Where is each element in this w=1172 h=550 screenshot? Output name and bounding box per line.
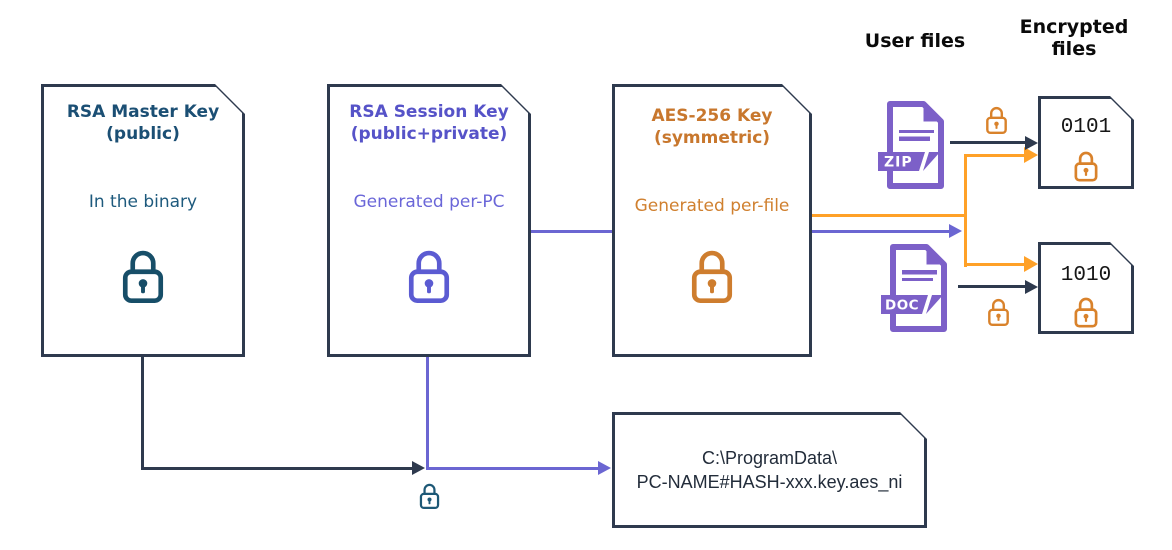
orange-split-vertical-line (964, 154, 967, 267)
orange-bottom-branch-line (964, 263, 1024, 266)
lock-icon (1070, 294, 1102, 329)
rsa-session-key-subtitle: Generated per-PC (353, 192, 505, 212)
title-line-1: RSA Master Key (66, 102, 220, 122)
title-line-2: (symmetric) (653, 127, 771, 148)
master-key-down-line (141, 357, 144, 470)
doc-file-icon: DOC (881, 243, 947, 333)
lock-icon (416, 481, 443, 510)
encrypted-file-box-2: 1010 (1038, 242, 1134, 334)
lock-icon (982, 104, 1011, 135)
user-files-heading: User files (864, 30, 966, 52)
arrowhead-orange-to-encrypted-1 (1024, 147, 1038, 163)
doc-banner-label: DOC (885, 298, 919, 314)
aes-right-orange-line (812, 214, 967, 217)
rsa-master-key-subtitle: In the binary (88, 192, 198, 212)
lock-icon (115, 244, 171, 306)
document-shape-fill (44, 87, 242, 354)
encrypted-files-heading: Encrypted files (1019, 16, 1129, 61)
path-line-1: C:\ProgramData\ (701, 447, 838, 468)
title-line-1: AES-256 Key (651, 106, 773, 126)
session-key-to-path-line (426, 467, 599, 470)
arrowhead-purple-to-path-box (598, 461, 611, 475)
lock-icon (684, 244, 740, 306)
rsa-master-key-box: RSA Master Key (public) In the binary (41, 84, 245, 357)
encrypted-file-2-label: 1010 (1060, 264, 1112, 287)
session-key-down-line (426, 357, 429, 470)
arrowhead-dark-to-encrypted-1 (1025, 136, 1038, 150)
session-to-aes-line (531, 230, 612, 233)
doc-to-encrypted-line (958, 285, 1025, 288)
arrowhead-dark-to-encrypted-2 (1025, 280, 1038, 294)
arrowhead-purple-to-split (949, 224, 962, 238)
master-key-right-line (141, 467, 413, 470)
title-line-2: (public+private) (350, 123, 508, 144)
rsa-session-key-box: RSA Session Key (public+private) Generat… (327, 84, 531, 357)
aes-right-purple-line (812, 230, 950, 233)
arrowhead-dark-to-junction (412, 461, 425, 475)
zip-to-encrypted-line (950, 141, 1025, 144)
encrypted-file-1-label: 0101 (1060, 116, 1112, 139)
document-shape-fill (330, 87, 528, 354)
aes-256-key-subtitle: Generated per-file (634, 196, 790, 216)
title-line-2: (public) (106, 123, 180, 144)
document-shape-fill (615, 87, 809, 354)
lock-icon (984, 296, 1013, 327)
zip-banner-label: ZIP (884, 155, 913, 171)
arrowhead-orange-to-encrypted-2 (1024, 256, 1038, 272)
document-shape-fill (615, 415, 924, 525)
aes-256-key-box: AES-256 Key (symmetric) Generated per-fi… (612, 84, 812, 357)
path-line-2: PC-NAME#HASH-xxx.key.aes_ni (636, 472, 903, 492)
zip-file-icon: ZIP (878, 100, 944, 190)
key-path-text: C:\ProgramData\ PC-NAME#HASH-xxx.key.aes… (615, 415, 924, 525)
lock-icon (401, 244, 457, 306)
orange-top-branch-line (964, 154, 1024, 157)
rsa-session-key-title: RSA Session Key (public+private) (327, 102, 531, 146)
lock-icon (1070, 148, 1102, 183)
aes-256-key-title: AES-256 Key (symmetric) (612, 106, 812, 150)
title-line-1: RSA Session Key (349, 102, 509, 122)
rsa-master-key-title: RSA Master Key (public) (41, 102, 245, 146)
encrypted-file-box-1: 0101 (1038, 96, 1134, 189)
key-path-box: C:\ProgramData\ PC-NAME#HASH-xxx.key.aes… (612, 412, 927, 528)
